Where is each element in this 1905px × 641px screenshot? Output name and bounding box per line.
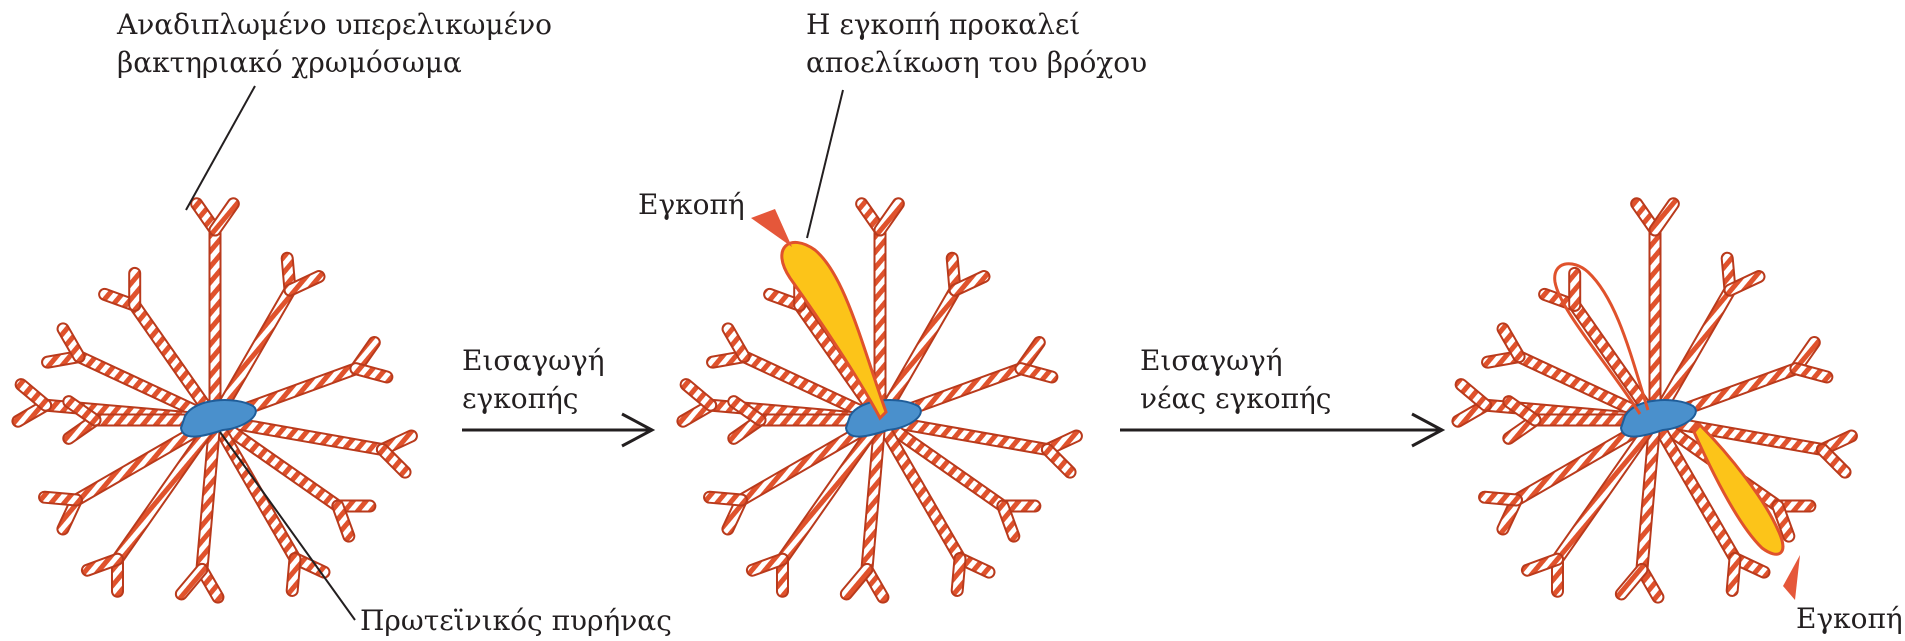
label-step2: Εισαγωγή νέας εγκοπής bbox=[1140, 342, 1331, 418]
label-protein-core: Πρωτεϊνικός πυρήνας bbox=[360, 602, 672, 640]
nick-arrow-mid bbox=[751, 209, 792, 247]
nick-arrow-right bbox=[1783, 555, 1800, 600]
supercoil-strand bbox=[292, 559, 295, 591]
label-step2-line1: Εισαγωγή bbox=[1140, 342, 1331, 380]
label-step2-line2: νέας εγκοπής bbox=[1140, 380, 1331, 418]
label-step1-line2: εγκοπής bbox=[462, 380, 605, 418]
label-chromosome-line1: Αναδιπλωμένο υπερελικωμένο bbox=[117, 6, 552, 44]
supercoil-strand bbox=[957, 559, 960, 591]
supercoil-strand bbox=[45, 497, 77, 500]
supercoil-strand bbox=[1732, 559, 1735, 591]
label-nick-causes: Η εγκοπή προκαλεί αποελίκωση του βρόχου bbox=[806, 6, 1147, 82]
step-arrow-1 bbox=[462, 414, 652, 446]
leader-line-nick-causes bbox=[807, 90, 843, 238]
label-nick-causes-line1: Η εγκοπή προκαλεί bbox=[806, 6, 1147, 44]
label-chromosome: Αναδιπλωμένο υπερελικωμένο βακτηριακό χρ… bbox=[117, 6, 552, 82]
label-chromosome-line2: βακτηριακό χρωμόσωμα bbox=[117, 44, 552, 82]
label-step1-line1: Εισαγωγή bbox=[462, 342, 605, 380]
label-nick-mid: Εγκοπή bbox=[638, 186, 745, 224]
supercoiled-chromosome-1 bbox=[18, 204, 411, 597]
step-arrow-2 bbox=[1120, 414, 1442, 446]
label-step1: Εισαγωγή εγκοπής bbox=[462, 342, 605, 418]
label-nick-causes-line2: αποελίκωση του βρόχου bbox=[806, 44, 1147, 82]
supercoiled-chromosome-3 bbox=[1458, 204, 1851, 597]
leader-line-chromosome bbox=[186, 86, 255, 210]
supercoil-strand bbox=[1485, 497, 1517, 500]
label-nick-right: Εγκοπή bbox=[1796, 600, 1903, 638]
supercoil-strand bbox=[710, 497, 742, 500]
